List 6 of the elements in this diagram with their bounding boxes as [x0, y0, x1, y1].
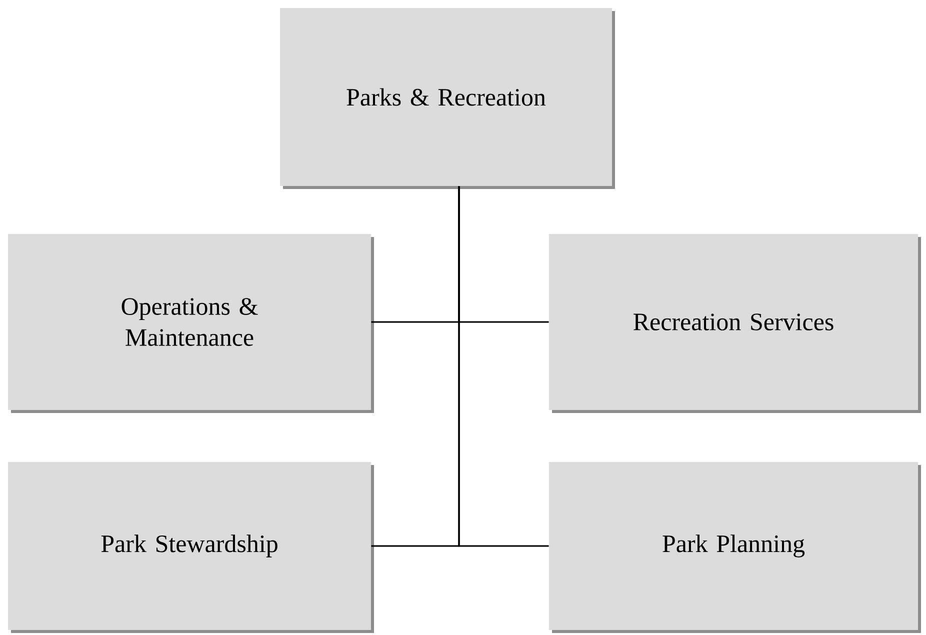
org-box: Park Stewardship — [8, 462, 374, 633]
org-box: Parks & Recreation — [280, 8, 615, 189]
connector-line — [458, 186, 549, 547]
org-box: Park Planning — [549, 462, 921, 633]
org-box: Operations & Maintenance — [8, 234, 374, 413]
org-box: Recreation Services — [549, 234, 921, 413]
